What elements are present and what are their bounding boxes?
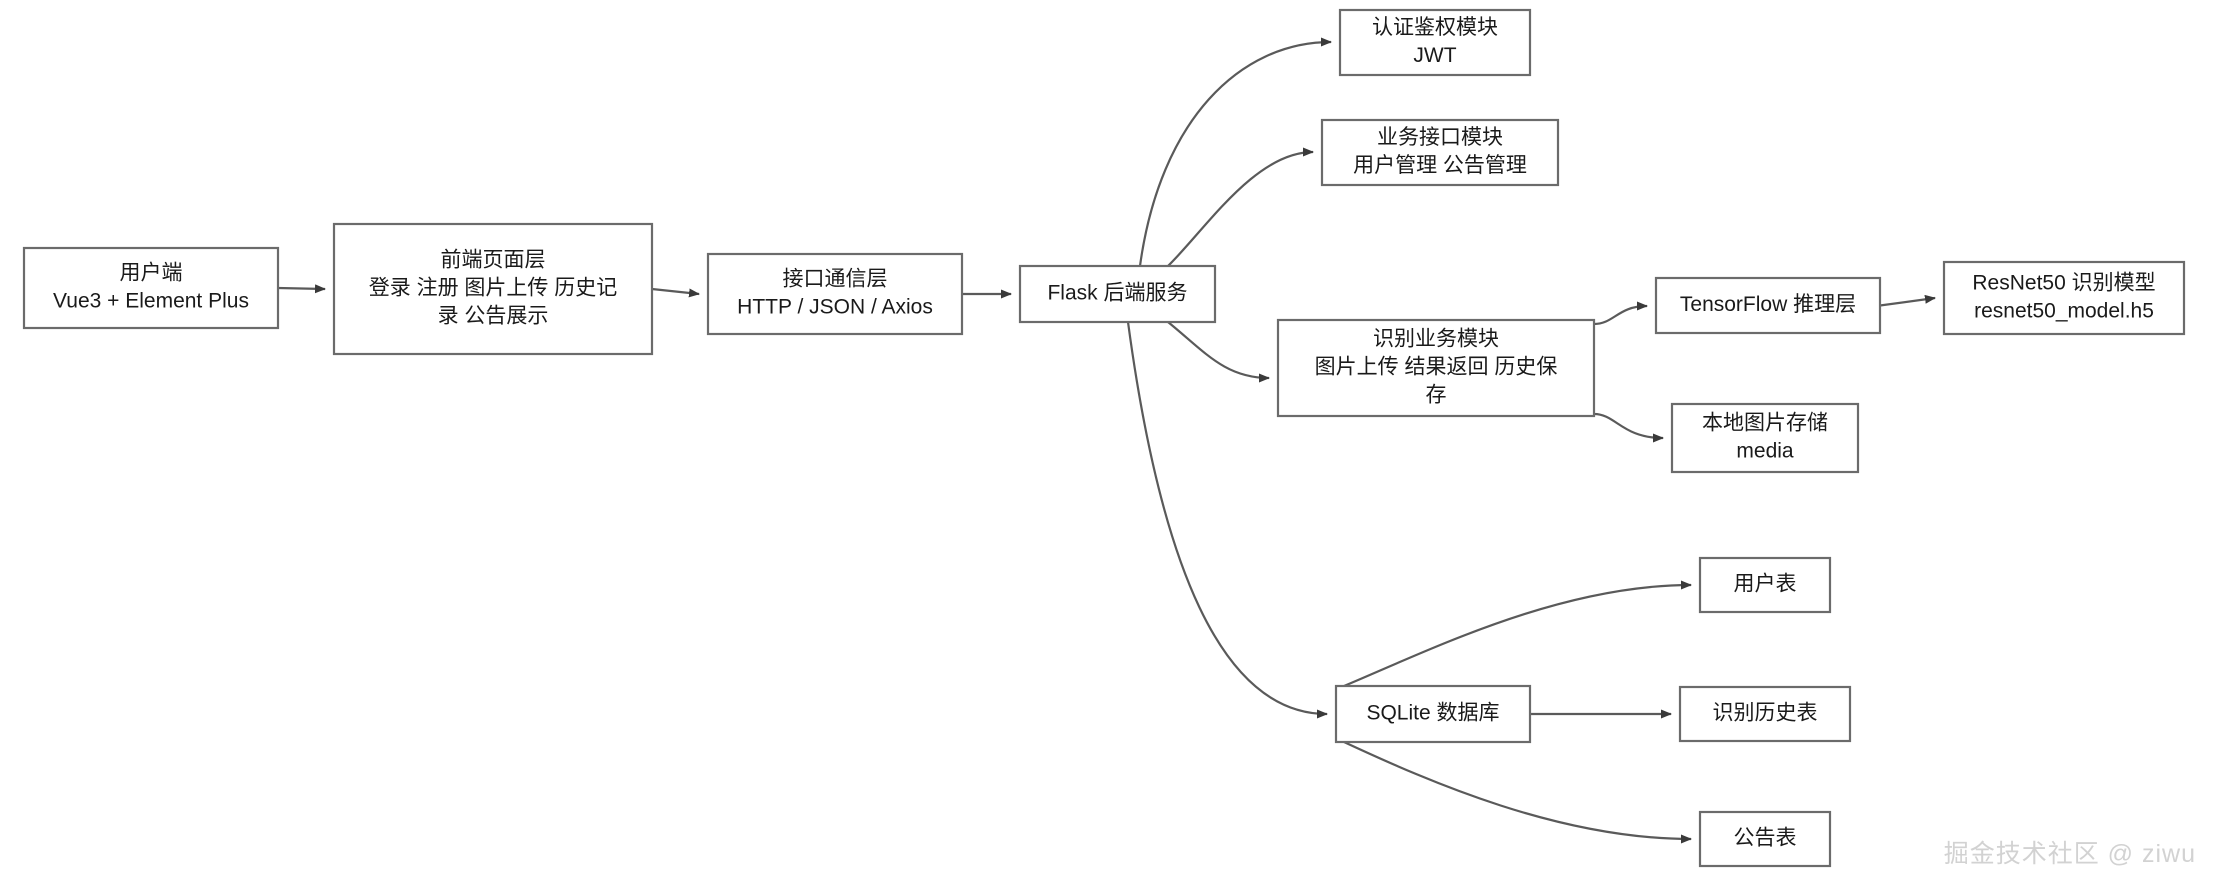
edge-flask-to-recognition <box>1167 321 1270 383</box>
frontend-page-layer-node-box <box>332 222 654 356</box>
user-table-node[interactable]: 用户表 <box>1698 556 1832 614</box>
sqlite-database-node-box <box>1334 684 1532 744</box>
frontend-page-layer-node-label-line-0: 前端页面层 <box>441 249 546 272</box>
auth-module-node-label-line-0: 认证鉴权模块 <box>1372 16 1498 39</box>
edge-flask-to-business <box>1167 147 1314 267</box>
frontend-page-layer-node-label-line-1: 登录 注册 图片上传 历史记 <box>369 277 618 300</box>
frontend-page-layer-node-label-line-2: 录 公告展示 <box>438 305 549 328</box>
flask-backend-service-node[interactable]: Flask 后端服务 <box>1018 264 1217 324</box>
local-image-storage-node-label-line-1: media <box>1736 440 1794 463</box>
edge-recognition-to-tensorflow <box>1593 301 1648 326</box>
recognition-history-table-node-box <box>1678 685 1852 743</box>
edge-client-to-frontend <box>277 284 326 294</box>
recognition-business-module-node-box <box>1276 318 1596 418</box>
local-image-storage-node[interactable]: 本地图片存储 media <box>1670 402 1860 474</box>
user-table-node-box <box>1698 556 1832 614</box>
client-node[interactable]: 用户端 Vue3 + Element Plus <box>22 246 280 330</box>
resnet50-model-node-label-line-1: resnet50_model.h5 <box>1974 300 2154 323</box>
notice-table-node-label-line-0: 公告表 <box>1734 827 1797 850</box>
recognition-business-module-node-label-line-2: 存 <box>1426 384 1447 407</box>
client-node-box <box>22 246 280 330</box>
api-communication-layer-node[interactable]: 接口通信层 HTTP / JSON / Axios <box>706 252 964 336</box>
tensorflow-inference-layer-node-box <box>1654 276 1882 335</box>
auth-module-node-box <box>1338 8 1532 77</box>
auth-module-node[interactable]: 认证鉴权模块 JWT <box>1338 8 1532 77</box>
api-communication-layer-node-label-line-1: HTTP / JSON / Axios <box>737 296 933 319</box>
business-api-module-node-label-line-0: 业务接口模块 <box>1377 126 1503 149</box>
flask-backend-service-node-box <box>1018 264 1217 324</box>
client-node-label-line-0: 用户端 <box>120 262 183 285</box>
tensorflow-inference-layer-node-label-line-0: TensorFlow 推理层 <box>1680 293 1856 316</box>
api-communication-layer-node-box <box>706 252 964 336</box>
edge-recognition-to-media <box>1593 412 1664 443</box>
sqlite-database-node[interactable]: SQLite 数据库 <box>1334 684 1532 744</box>
edge-flask-to-sqlite <box>1126 321 1328 719</box>
recognition-history-table-node-label-line-0: 识别历史表 <box>1713 702 1818 725</box>
local-image-storage-node-label-line-0: 本地图片存储 <box>1702 412 1828 435</box>
recognition-business-module-node-label-line-0: 识别业务模块 <box>1373 328 1499 351</box>
edge-sqlite-to-usertable <box>1343 580 1692 688</box>
business-api-module-node-box <box>1320 118 1560 187</box>
api-communication-layer-node-label-line-0: 接口通信层 <box>783 268 888 291</box>
business-api-module-node-label-line-1: 用户管理 公告管理 <box>1353 154 1527 177</box>
local-image-storage-node-box <box>1670 402 1860 474</box>
resnet50-model-node-label-line-0: ResNet50 识别模型 <box>1972 272 2155 295</box>
recognition-history-table-node[interactable]: 识别历史表 <box>1678 685 1852 743</box>
user-table-node-label-line-0: 用户表 <box>1734 573 1797 596</box>
auth-module-node-label-line-1: JWT <box>1413 44 1456 67</box>
resnet50-model-node[interactable]: ResNet50 识别模型 resnet50_model.h5 <box>1942 260 2186 336</box>
edge-frontend-to-api <box>651 287 700 298</box>
edges-layer <box>277 37 1936 844</box>
sqlite-database-node-label-line-0: SQLite 数据库 <box>1366 702 1499 725</box>
resnet50-model-node-box <box>1942 260 2186 336</box>
edge-sqlite-to-noticetable <box>1343 741 1692 844</box>
edge-flask-to-auth <box>1138 37 1332 267</box>
recognition-business-module-node-label-line-1: 图片上传 结果返回 历史保 <box>1315 356 1558 379</box>
tensorflow-inference-layer-node[interactable]: TensorFlow 推理层 <box>1654 276 1882 335</box>
watermark-label: 掘金技术社区 @ ziwu <box>1943 840 2196 868</box>
notice-table-node[interactable]: 公告表 <box>1698 810 1832 868</box>
edge-tensorflow-to-resnet <box>1879 294 1936 307</box>
client-node-label-line-1: Vue3 + Element Plus <box>53 290 249 313</box>
flask-backend-service-node-label-line-0: Flask 后端服务 <box>1047 282 1187 305</box>
notice-table-node-box <box>1698 810 1832 868</box>
